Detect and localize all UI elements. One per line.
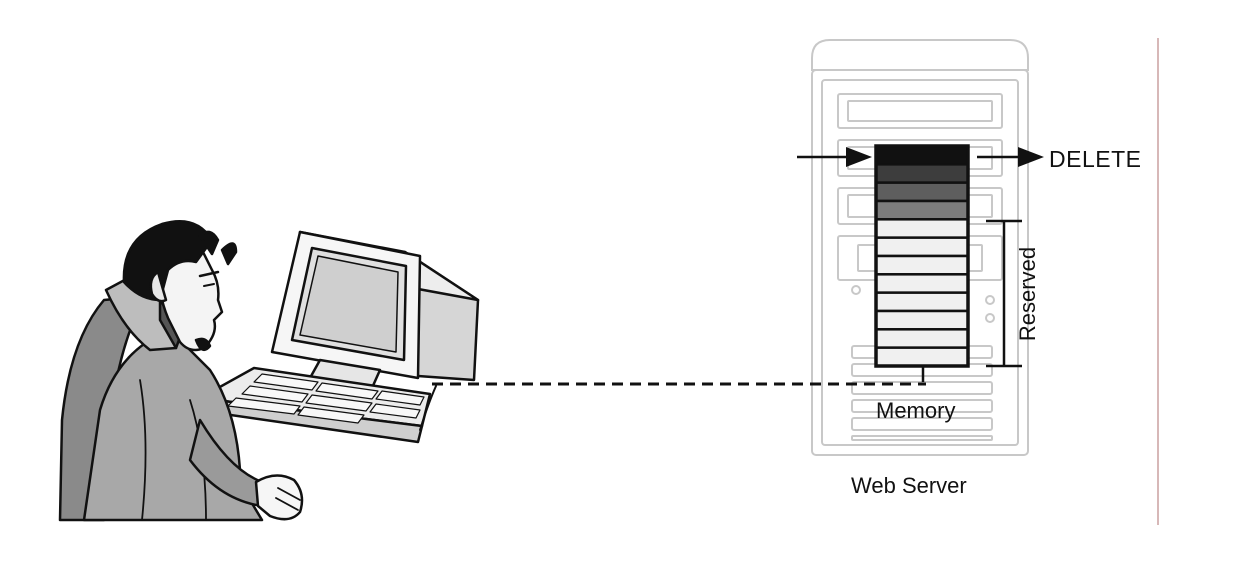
computer-icon xyxy=(194,230,480,444)
memory-block xyxy=(874,236,970,258)
memory-block xyxy=(874,218,970,239)
reserved-label: Reserved xyxy=(1015,246,1040,342)
delete-label: DELETE xyxy=(1049,146,1142,172)
memory-block xyxy=(874,346,970,368)
memory-block xyxy=(874,273,970,294)
memory-block xyxy=(874,254,970,276)
devil-hacker-icon xyxy=(58,220,304,522)
memory-block xyxy=(874,163,970,184)
memory-block xyxy=(874,309,970,331)
memory-block xyxy=(874,328,970,349)
memory-block xyxy=(874,199,970,221)
reserved-bracket xyxy=(986,219,1022,368)
memory-block xyxy=(874,181,970,203)
web-server-label: Web Server xyxy=(851,473,967,498)
memory-block xyxy=(874,291,970,313)
delete-arrow-icon xyxy=(977,147,1044,167)
incoming-arrow-icon xyxy=(797,147,872,167)
memory-label: Memory xyxy=(876,398,956,423)
memory-block xyxy=(874,144,970,166)
memory-stack xyxy=(874,144,970,368)
